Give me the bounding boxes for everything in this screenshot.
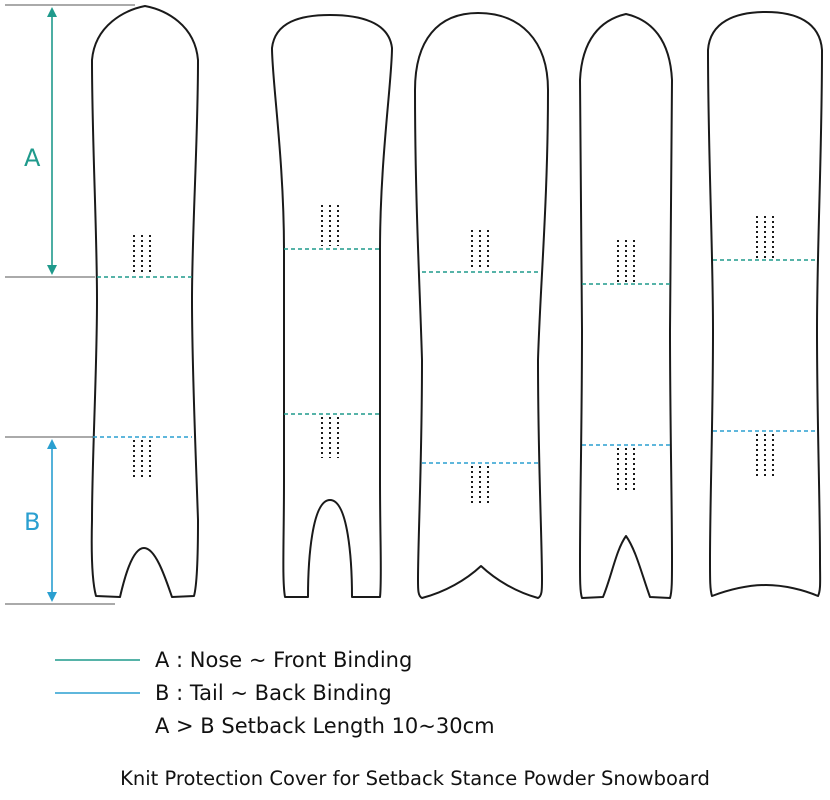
dimension-label-a: A	[24, 144, 41, 172]
snowboard-5	[707, 11, 823, 597]
snowboard-4	[579, 13, 673, 599]
snowboard-2	[271, 14, 393, 598]
legend: A : Nose ~ Front Binding B : Tail ~ Back…	[55, 648, 495, 738]
board-outline	[579, 13, 673, 599]
front-binding-inserts	[133, 235, 151, 275]
board-outline	[271, 14, 393, 598]
front-binding-inserts	[617, 240, 635, 282]
legend-setback-text: A > B Setback Length 10~30cm	[155, 714, 495, 738]
snowboard-1	[90, 5, 199, 598]
caption: Knit Protection Cover for Setback Stance…	[120, 767, 710, 790]
back-binding-inserts	[471, 466, 489, 506]
board-outline	[90, 5, 199, 598]
front-binding-inserts	[756, 216, 774, 258]
back-binding-inserts	[133, 440, 151, 480]
back-binding-inserts	[756, 434, 774, 476]
front-binding-inserts	[471, 230, 489, 270]
back-binding-inserts	[321, 417, 339, 458]
board-outline	[414, 12, 549, 599]
board-outline	[707, 11, 823, 597]
legend-label-b: B : Tail ~ Back Binding	[155, 681, 392, 705]
snowboard-3	[414, 12, 549, 599]
front-binding-inserts	[321, 205, 339, 246]
back-binding-inserts	[617, 448, 635, 490]
dimension-label-b: B	[24, 508, 40, 536]
legend-label-a: A : Nose ~ Front Binding	[155, 648, 412, 672]
